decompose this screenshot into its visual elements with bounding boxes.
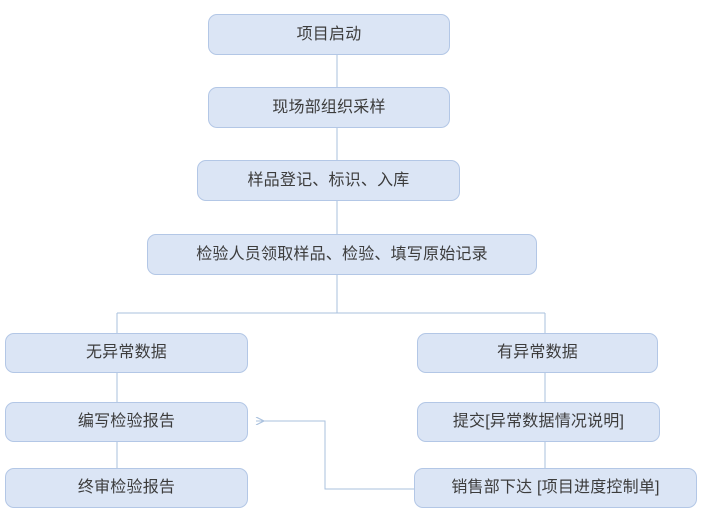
edge-sales-writerep-feedback [256,421,414,490]
node-no-abnormal-data[interactable]: 无异常数据 [5,333,248,373]
node-label: 提交[异常数据情况说明] [452,413,625,431]
node-label: 样品登记、标识、入库 [247,171,410,189]
node-write-inspection-report[interactable]: 编写检验报告 [5,402,248,442]
node-label: 编写检验报告 [77,413,176,431]
node-sample-registration[interactable]: 样品登记、标识、入库 [197,160,460,201]
node-label: 有异常数据 [496,344,578,362]
node-sales-progress-control-order[interactable]: 销售部下达 [项目进度控制单] [414,468,697,508]
node-project-start[interactable]: 项目启动 [208,14,450,55]
node-label: 现场部组织采样 [272,98,386,116]
node-label: 检验人员领取样品、检验、填写原始记录 [196,245,488,263]
node-submit-abnormal-explanation[interactable]: 提交[异常数据情况说明] [417,402,660,442]
node-field-sampling[interactable]: 现场部组织采样 [208,87,450,128]
node-label: 销售部下达 [项目进度控制单] [451,479,660,497]
node-inspection-record[interactable]: 检验人员领取样品、检验、填写原始记录 [147,234,537,275]
node-final-inspection-report[interactable]: 终审检验报告 [5,468,248,508]
node-has-abnormal-data[interactable]: 有异常数据 [417,333,658,373]
node-label: 终审检验报告 [77,479,176,497]
node-label: 项目启动 [296,25,362,43]
node-label: 无异常数据 [85,344,167,362]
